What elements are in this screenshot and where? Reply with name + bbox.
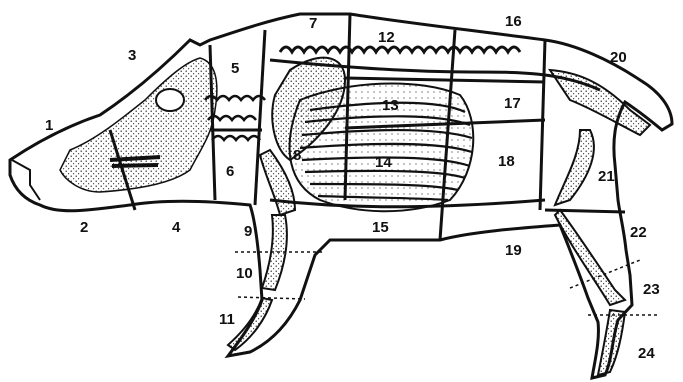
label-3: 3 xyxy=(128,47,136,64)
label-9: 9 xyxy=(244,223,252,240)
label-6: 6 xyxy=(226,163,234,180)
label-2: 2 xyxy=(80,219,88,236)
label-24: 24 xyxy=(638,345,655,362)
label-8: 8 xyxy=(293,147,301,164)
label-14: 14 xyxy=(375,154,392,171)
label-23: 23 xyxy=(643,281,660,298)
label-22: 22 xyxy=(630,224,647,241)
label-4: 4 xyxy=(172,219,181,236)
label-7: 7 xyxy=(309,15,317,32)
label-16: 16 xyxy=(505,13,522,30)
label-12: 12 xyxy=(378,29,395,46)
label-1: 1 xyxy=(45,117,53,134)
label-21: 21 xyxy=(598,168,615,185)
label-18: 18 xyxy=(498,153,515,170)
label-5: 5 xyxy=(231,60,239,77)
label-20: 20 xyxy=(610,49,627,66)
eye-socket xyxy=(156,89,184,111)
label-15: 15 xyxy=(372,219,389,236)
label-10: 10 xyxy=(236,265,253,282)
label-11: 11 xyxy=(219,311,235,328)
label-17: 17 xyxy=(504,95,521,112)
label-13: 13 xyxy=(382,97,399,114)
label-19: 19 xyxy=(505,242,522,259)
